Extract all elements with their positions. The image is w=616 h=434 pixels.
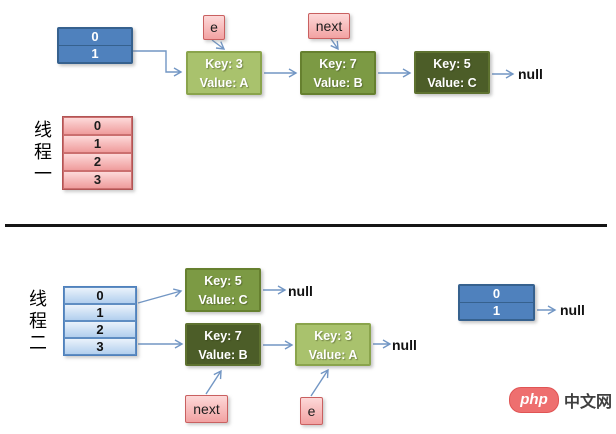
arrow-t1-bucket-to-key3 [133, 50, 183, 77]
node-value-label: Value: A [308, 348, 358, 362]
table-row-2: 2 [64, 321, 136, 338]
arrow-t1-next-to-key7 [330, 38, 339, 51]
php-logo: php [509, 387, 559, 413]
bucket-row-1: 1 [492, 303, 501, 318]
node-key-label: Key: 5 [433, 57, 471, 71]
watermark-site-text: 中文网 [564, 394, 613, 411]
node-value-label: Value: B [198, 348, 248, 362]
thread2-bucket-table: 0 1 [458, 284, 535, 321]
node-key-label: Key: 3 [314, 329, 352, 343]
node-key5-thread1: Key: 5 Value: C [414, 51, 490, 94]
table-row-1: 1 [63, 135, 132, 153]
pointer-e-thread1: e [203, 15, 225, 40]
node-key3-thread2: Key: 3 Value: A [295, 323, 371, 366]
node-value-label: Value: B [313, 76, 363, 90]
table-row-3: 3 [64, 338, 136, 355]
arrow-t1-e-to-key3 [211, 39, 226, 50]
null-label-thread2-bucket: null [560, 302, 585, 318]
watermark: php 中文网 [509, 387, 612, 413]
arrow-t2-table-to-key5 [137, 288, 183, 304]
node-key5-thread2: Key: 5 Value: C [185, 268, 261, 312]
node-key7-thread1: Key: 7 Value: B [300, 51, 376, 95]
table-row-3: 3 [63, 171, 132, 189]
thread2-label: 线程二 [29, 289, 47, 353]
pointer-next-thread2: next [185, 395, 228, 423]
table-row-1: 1 [64, 304, 136, 321]
node-key3-thread1: Key: 3 Value: A [186, 51, 262, 95]
node-value-label: Value: C [427, 76, 477, 90]
table-row-0: 0 [63, 117, 132, 135]
bucket-row-0: 0 [59, 29, 131, 46]
thread1-bucket-table: 0 1 [57, 27, 133, 64]
node-value-label: Value: C [198, 293, 248, 307]
arrow-t2-next-to-key7 [205, 369, 222, 395]
node-key-label: Key: 7 [319, 57, 357, 71]
node-key-label: Key: 3 [205, 57, 243, 71]
table-row-2: 2 [63, 153, 132, 171]
node-value-label: Value: A [199, 76, 249, 90]
null-label-thread2-key3: null [392, 337, 417, 353]
pointer-next-thread1: next [308, 13, 350, 39]
section-divider [5, 224, 607, 227]
node-key-label: Key: 7 [204, 329, 242, 343]
null-label-thread2-key5: null [288, 283, 313, 299]
arrow-t2-e-to-key3 [310, 368, 329, 397]
pointer-e-thread2: e [300, 397, 323, 425]
thread1-hash-table: 0 1 2 3 [62, 116, 133, 190]
bucket-row-0: 0 [460, 286, 533, 303]
node-key-label: Key: 5 [204, 274, 242, 288]
thread1-label: 线程一 [34, 120, 52, 184]
thread2-hash-table: 0 1 2 3 [63, 286, 137, 356]
bucket-row-1: 1 [91, 46, 99, 61]
node-key7-thread2: Key: 7 Value: B [185, 323, 261, 366]
null-label-thread1: null [518, 66, 543, 82]
table-row-0: 0 [64, 287, 136, 304]
